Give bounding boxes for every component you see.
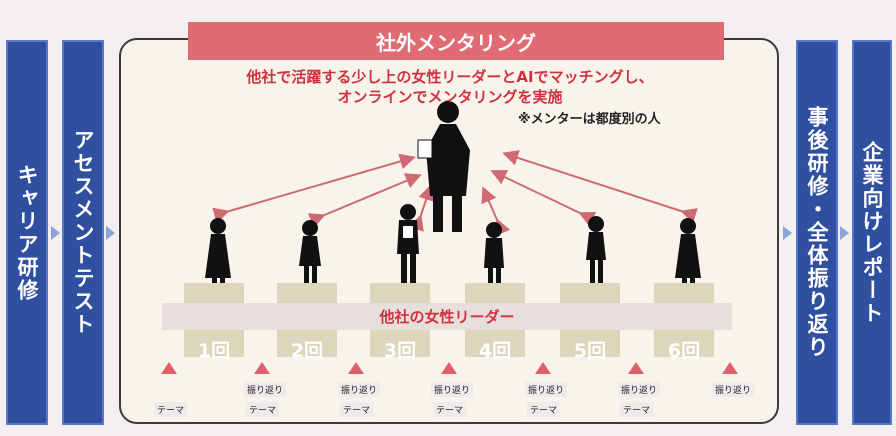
tag-review-3: 振り返り xyxy=(431,382,474,397)
triangle-marker-icon xyxy=(254,362,270,374)
triangle-marker-icon xyxy=(535,362,551,374)
mentoring-title: 社外メンタリング xyxy=(188,22,724,60)
chevron-right-icon xyxy=(783,226,792,240)
post-training-label: 事後研修・全体振り返り xyxy=(805,106,829,359)
connection-arrows xyxy=(212,150,698,237)
triangle-marker-icon xyxy=(161,362,177,374)
tag-theme-5: テーマ xyxy=(527,402,561,417)
triangle-marker-icon xyxy=(722,362,738,374)
tag-theme-4: テーマ xyxy=(433,402,467,417)
tag-review-4: 振り返り xyxy=(525,382,568,397)
session-label-6: 6回 xyxy=(667,340,701,362)
arrow-to-mentee-4 xyxy=(481,186,511,237)
session-label-4: 4回 xyxy=(478,340,512,362)
tag-review-6: 振り返り xyxy=(712,382,755,397)
arrow-to-mentee-6 xyxy=(502,150,698,224)
session-label-2: 2回 xyxy=(290,340,324,362)
description-line-1: 他社で活躍する少し上の女性リーダーとAIでマッチングし、 xyxy=(246,68,654,86)
mentor-note: ※メンターは都度別の人 xyxy=(518,112,661,127)
arrow-to-mentee-1 xyxy=(212,153,416,224)
triangle-marker-icon xyxy=(628,362,644,374)
tag-theme-1: テーマ xyxy=(154,402,188,417)
other-company-leaders-band: 他社の女性リーダー xyxy=(162,303,732,330)
assessment-label: アセスメントテスト xyxy=(71,129,95,336)
process-step-assessment: アセスメントテスト xyxy=(62,40,104,425)
career-training-label: キャリア研修 xyxy=(15,163,39,302)
tag-review-5: 振り返り xyxy=(618,382,661,397)
tag-theme-6: テーマ xyxy=(620,402,654,417)
session-label-3: 3回 xyxy=(383,340,417,362)
session-label-1: 1回 xyxy=(197,340,231,362)
chevron-right-icon xyxy=(106,226,115,240)
tag-review-2: 振り返り xyxy=(338,382,381,397)
process-step-career-training: キャリア研修 xyxy=(6,40,48,425)
process-step-post-training: 事後研修・全体振り返り xyxy=(796,40,838,425)
company-report-label: 企業向けレポート xyxy=(860,140,884,325)
triangle-marker-icon xyxy=(348,362,364,374)
mentor-figure xyxy=(417,101,470,232)
arrow-to-mentee-5 xyxy=(490,169,597,227)
arrow-to-mentee-2 xyxy=(307,173,422,228)
process-step-company-report: 企業向けレポート xyxy=(852,40,892,425)
session-label-5: 5回 xyxy=(573,340,607,362)
chevron-right-icon xyxy=(51,226,60,240)
chevron-right-icon xyxy=(840,226,849,240)
description-line-2: オンラインでメンタリングを実施 xyxy=(337,88,563,106)
triangle-marker-icon xyxy=(441,362,457,374)
tag-theme-2: テーマ xyxy=(246,402,280,417)
tag-review-1: 振り返り xyxy=(244,382,287,397)
tag-theme-3: テーマ xyxy=(340,402,374,417)
arrow-to-mentee-3 xyxy=(408,184,434,232)
